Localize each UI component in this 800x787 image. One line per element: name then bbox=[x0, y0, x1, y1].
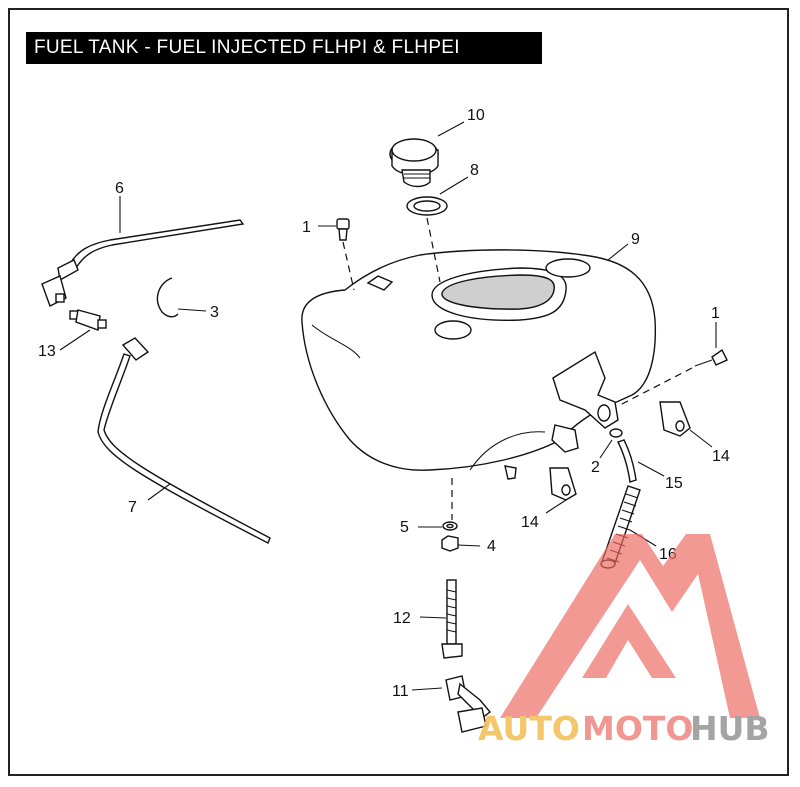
callout-1-rear: 1 bbox=[711, 305, 720, 322]
callout-5: 5 bbox=[400, 519, 409, 536]
callout-15: 15 bbox=[665, 475, 683, 492]
mount-bracket-right bbox=[659, 401, 691, 437]
leader-lines bbox=[59, 121, 717, 691]
automotohub-watermark: AUTO MOTO HUB bbox=[478, 534, 770, 748]
diagram-title: FUEL TANK - FUEL INJECTED FLHPI & FLHPEI bbox=[26, 32, 542, 64]
cap-gasket bbox=[406, 196, 448, 283]
callout-7: 7 bbox=[128, 499, 137, 516]
callout-13: 13 bbox=[38, 343, 56, 360]
watermark-moto: MOTO bbox=[582, 709, 693, 748]
tank-screw-rear bbox=[619, 348, 728, 406]
callout-14-lower: 14 bbox=[521, 514, 539, 531]
callout-10: 10 bbox=[467, 107, 485, 124]
check-valve bbox=[69, 309, 107, 331]
nut bbox=[441, 535, 459, 552]
fuel-cap bbox=[389, 138, 439, 188]
callout-14-right: 14 bbox=[712, 448, 730, 465]
callout-6: 6 bbox=[115, 180, 124, 197]
hose-clip bbox=[156, 277, 179, 318]
drain-tube bbox=[97, 337, 271, 544]
callout-3: 3 bbox=[210, 304, 219, 321]
callout-12: 12 bbox=[393, 610, 411, 627]
callout-1-front: 1 bbox=[302, 219, 311, 236]
o-ring bbox=[609, 428, 623, 438]
washer bbox=[442, 521, 458, 531]
tank-screw-front bbox=[336, 218, 355, 291]
callout-9: 9 bbox=[631, 231, 640, 248]
callout-8: 8 bbox=[470, 162, 479, 179]
mount-bracket-lower bbox=[549, 467, 577, 501]
elbow-fitting bbox=[445, 675, 492, 733]
fuel-tank bbox=[301, 249, 657, 480]
watermark-hub: HUB bbox=[690, 709, 770, 748]
callout-2: 2 bbox=[591, 459, 600, 476]
watermark-auto: AUTO bbox=[478, 709, 580, 748]
fuel-fitting-stud bbox=[441, 579, 463, 659]
diagram-frame bbox=[8, 8, 789, 776]
callout-4: 4 bbox=[487, 538, 496, 555]
vent-tube bbox=[41, 219, 245, 307]
fuel-hose bbox=[617, 439, 637, 483]
watermark-triangle-logo bbox=[500, 534, 760, 718]
callout-11: 11 bbox=[392, 683, 409, 700]
